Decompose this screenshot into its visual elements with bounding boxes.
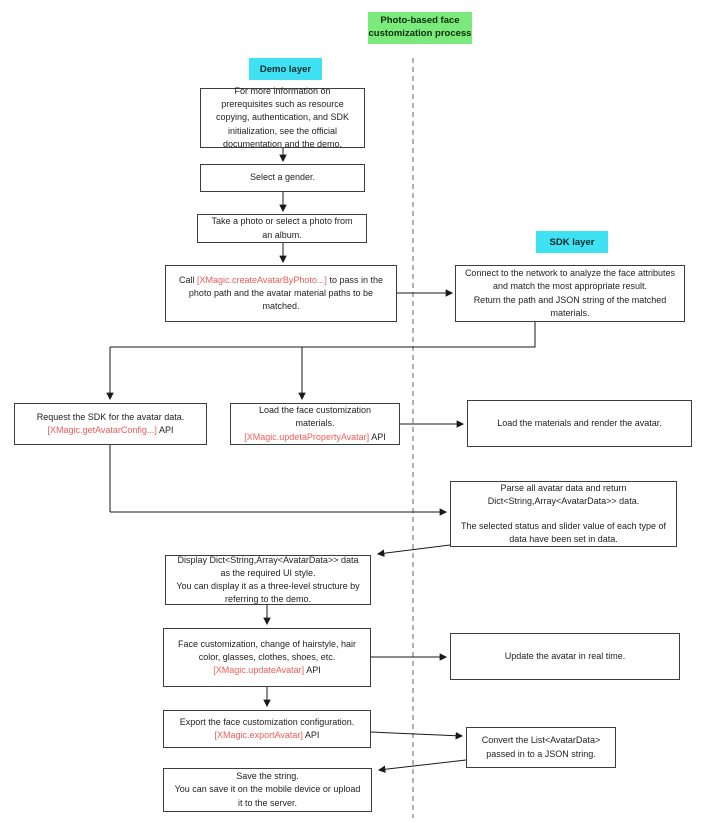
node-select-gender: Select a gender.	[200, 164, 365, 192]
node-load-face-materials: Load the face customization materials. […	[230, 403, 400, 445]
api-name-text: [XMagic.updetaPropertyAvatar]	[244, 431, 370, 442]
sdk-layer-label-text: SDK layer	[549, 236, 595, 248]
node-text: Call [XMagic.createAvatarByPhoto...] to …	[174, 274, 388, 313]
node-prerequisites-info: For more information on prerequisites su…	[200, 86, 365, 149]
api-line: [XMagic.exportAvatar] API	[215, 729, 320, 742]
node-save-string: Save the string. You can save it on the …	[163, 768, 372, 812]
node-text: Export the face customization configurat…	[179, 716, 355, 727]
node-display-dict-data: Display Dict<String,Array<AvatarData>> d…	[165, 555, 371, 605]
node-take-photo: Take a photo or select a photo from an a…	[197, 214, 367, 243]
node-text: Request the SDK for the avatar data.	[36, 411, 185, 422]
api-name-text: [XMagic.exportAvatar]	[214, 730, 303, 740]
node-text: Update the avatar in real time.	[504, 650, 626, 661]
node-text-line1: Parse all avatar data and return Dict<St…	[487, 482, 640, 506]
demo-layer-label-text: Demo layer	[259, 63, 312, 75]
api-suffix-text: API	[304, 665, 321, 676]
node-face-customization: Face customization, change of hairstyle,…	[163, 628, 371, 687]
node-text: Take a photo or select a photo from an a…	[211, 216, 353, 240]
node-text: Load the face customization materials.	[258, 405, 372, 429]
node-text-line1: Display Dict<String,Array<AvatarData>> d…	[177, 554, 359, 578]
node-update-avatar-realtime: Update the avatar in real time.	[450, 633, 680, 680]
node-text-line1: Convert the List<AvatarData>	[481, 735, 601, 746]
api-suffix-text: API	[302, 730, 320, 740]
node-text: Face customization, change of hairstyle,…	[177, 638, 357, 662]
node-convert-to-json: Convert the List<AvatarData> passed in t…	[466, 727, 616, 768]
node-parse-avatar-data: Parse all avatar data and return Dict<St…	[450, 481, 677, 547]
node-text-line2: passed in to a JSON string.	[486, 748, 596, 759]
node-text: Load the materials and render the avatar…	[497, 417, 662, 428]
node-load-render-avatar: Load the materials and render the avatar…	[467, 400, 692, 447]
node-text-line2: The selected status and slider value of …	[460, 521, 667, 545]
api-line: [XMagic.updateAvatar] API	[213, 664, 320, 677]
node-export-configuration: Export the face customization configurat…	[163, 710, 371, 748]
node-text-line1: Save the string.	[236, 771, 299, 782]
node-request-avatar-data: Request the SDK for the avatar data. [XM…	[14, 403, 207, 445]
arrow-convert-to-save	[377, 759, 467, 773]
demo-layer-label: Demo layer	[249, 58, 322, 80]
connector-connect-branch	[110, 322, 536, 348]
node-create-avatar-by-photo: Call [XMagic.createAvatarByPhoto...] to …	[165, 265, 397, 322]
api-suffix-text: API	[369, 431, 386, 442]
api-name-text: [XMagic.createAvatarByPhoto...]	[197, 274, 327, 285]
api-suffix-text: API	[156, 425, 174, 435]
api-line: [XMagic.updetaPropertyAvatar] API	[244, 431, 385, 444]
api-name-text: [XMagic.getAvatarConfig...]	[47, 425, 157, 435]
diagram-title-text: Photo-based face customization process	[368, 15, 472, 39]
node-text-prefix: Call	[179, 274, 198, 285]
node-text: Select a gender.	[249, 172, 316, 183]
api-name-text: [XMagic.updateAvatar]	[213, 665, 305, 676]
arrow-parse-to-display	[376, 544, 451, 557]
node-text-line1: Connect to the network to analyze the fa…	[464, 268, 676, 292]
node-text: For more information on prerequisites su…	[215, 86, 350, 149]
node-text-suffix: to pass in the photo path and the avatar…	[188, 274, 383, 312]
api-line: [XMagic.getAvatarConfig...] API	[48, 424, 174, 437]
node-text-line2: Return the path and JSON string of the m…	[473, 294, 667, 318]
diagram-title: Photo-based face customization process	[368, 12, 472, 44]
arrow-export-to-convert	[370, 731, 464, 740]
sdk-layer-label: SDK layer	[536, 231, 608, 253]
node-text-line2: You can save it on the mobile device or …	[174, 784, 361, 808]
node-text-line2: You can display it as a three-level stru…	[176, 581, 360, 605]
node-connect-network: Connect to the network to analyze the fa…	[455, 265, 685, 322]
